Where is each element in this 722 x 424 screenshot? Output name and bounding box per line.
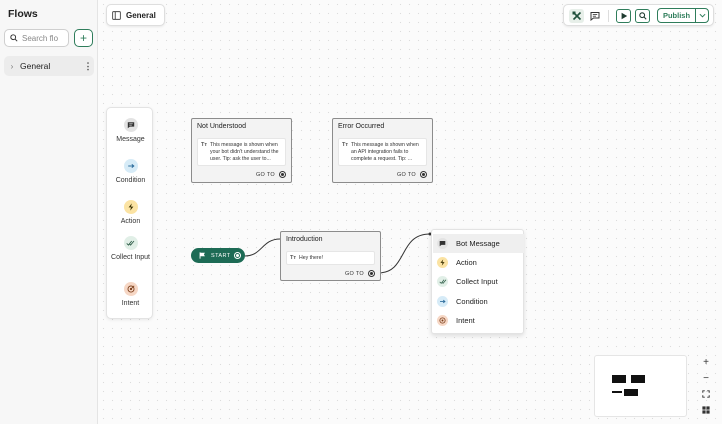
publish-button[interactable]: Publish: [657, 8, 709, 23]
node-not-understood[interactable]: Not Understood Tт This message is shown …: [191, 118, 292, 183]
node-title: Introduction: [286, 236, 323, 243]
node-palette: Message Condition Action Collect Input I…: [106, 107, 153, 319]
palette-item-message[interactable]: Message: [107, 118, 154, 144]
port-icon[interactable]: [279, 171, 286, 178]
goto-label: GO TO: [344, 270, 364, 277]
chevron-down-icon[interactable]: [695, 9, 708, 22]
menu-item-label: Action: [456, 258, 477, 267]
text-type-icon: Tт: [342, 142, 349, 148]
lightning-icon: [123, 200, 138, 214]
sidebar-toggle-icon[interactable]: [112, 10, 121, 20]
flag-icon: [199, 252, 205, 259]
publish-label: Publish: [662, 11, 691, 20]
fit-view-icon: [702, 390, 710, 398]
arrow-right-icon: [123, 159, 138, 173]
search-icon: [638, 12, 647, 20]
flow-tab-general[interactable]: General: [106, 4, 165, 26]
node-message-text: Hey there!: [299, 255, 323, 261]
palette-item-action[interactable]: Action: [107, 200, 154, 226]
grid-icon: [702, 406, 710, 414]
node-error-occurred[interactable]: Error Occurred Tт This message is shown …: [332, 118, 433, 183]
palette-item-intent[interactable]: Intent: [107, 282, 154, 308]
menu-item-label: Intent: [456, 316, 475, 325]
text-type-icon: Tт: [201, 142, 208, 148]
palette-label: Action: [120, 218, 141, 225]
sidebar-title: Flows: [8, 8, 38, 20]
goto-port[interactable]: GO TO: [256, 171, 286, 178]
flow-tab-label: General: [126, 10, 156, 20]
chevron-right-icon[interactable]: ›: [10, 61, 14, 71]
zoom-in-button[interactable]: +: [703, 356, 709, 368]
menu-item-condition[interactable]: Condition: [433, 292, 524, 311]
palette-item-collect-input[interactable]: Collect Input: [107, 236, 154, 262]
more-options-icon[interactable]: ⋮: [83, 60, 93, 71]
lightning-icon: [437, 257, 448, 268]
port-icon[interactable]: [420, 171, 427, 178]
node-message-text: This message is shown when your bot didn…: [210, 142, 279, 162]
fit-view-button[interactable]: [699, 388, 713, 400]
start-label: START: [211, 252, 231, 259]
minimap[interactable]: [594, 355, 687, 417]
flow-canvas[interactable]: [99, 0, 722, 424]
menu-item-bot-message[interactable]: Bot Message: [433, 234, 524, 253]
palette-label: Message: [116, 136, 145, 143]
zoom-out-button[interactable]: −: [703, 372, 709, 384]
play-icon: [621, 12, 627, 20]
node-introduction[interactable]: Introduction Tт Hey there! GO TO: [280, 231, 381, 281]
palette-label: Intent: [121, 300, 140, 307]
double-check-icon: [123, 236, 138, 250]
menu-item-action[interactable]: Action: [433, 253, 524, 272]
port-icon[interactable]: [368, 270, 375, 277]
node-message-body[interactable]: Tт Hey there!: [286, 251, 375, 265]
minimap-preview: [612, 375, 645, 396]
flow-item-label: General: [20, 61, 51, 71]
target-icon: [123, 282, 138, 296]
add-flow-button[interactable]: +: [74, 29, 93, 47]
palette-label: Condition: [115, 177, 146, 184]
menu-item-label: Condition: [456, 297, 488, 306]
goto-port[interactable]: GO TO: [397, 171, 427, 178]
canvas-search-button[interactable]: [635, 9, 650, 23]
menu-item-intent[interactable]: Intent: [433, 311, 524, 330]
palette-item-condition[interactable]: Condition: [107, 159, 154, 185]
search-input[interactable]: [22, 33, 66, 43]
message-icon: [123, 118, 138, 132]
double-check-icon: [437, 276, 448, 287]
target-icon: [437, 315, 448, 326]
message-icon: [590, 12, 599, 21]
menu-item-label: Collect Input: [456, 277, 498, 286]
layout-button[interactable]: [699, 404, 713, 416]
port-icon[interactable]: [234, 252, 241, 259]
add-node-menu: Bot Message Action Collect Input Conditi…: [431, 229, 524, 334]
flow-search[interactable]: [4, 29, 69, 47]
text-type-icon: Tт: [290, 255, 297, 261]
start-node[interactable]: START: [191, 248, 245, 263]
goto-port[interactable]: GO TO: [345, 270, 375, 277]
arrow-right-icon: [437, 296, 448, 307]
sidebar-item-general[interactable]: › General ⋮: [4, 56, 94, 76]
palette-label: Collect Input: [111, 254, 150, 261]
menu-item-collect-input[interactable]: Collect Input: [433, 272, 524, 291]
goto-label: GO TO: [396, 171, 416, 178]
node-message-body[interactable]: Tт This message is shown when an API int…: [338, 138, 427, 166]
goto-label: GO TO: [255, 171, 275, 178]
flows-sidebar: Flows + › General ⋮: [0, 0, 98, 424]
menu-item-label: Bot Message: [456, 239, 500, 248]
tools-button[interactable]: [569, 9, 584, 23]
node-message-body[interactable]: Tт This message is shown when your bot d…: [197, 138, 286, 166]
tools-icon: [572, 11, 581, 21]
search-icon: [10, 34, 18, 42]
toolbar-divider: [608, 10, 609, 22]
top-toolbar: Publish: [563, 4, 714, 26]
node-message-text: This message is shown when an API integr…: [351, 142, 419, 162]
node-title: Error Occurred: [338, 123, 385, 130]
node-title: Not Understood: [197, 123, 247, 130]
messages-button[interactable]: [587, 9, 602, 23]
message-icon: [437, 238, 448, 249]
run-button[interactable]: [616, 9, 631, 23]
